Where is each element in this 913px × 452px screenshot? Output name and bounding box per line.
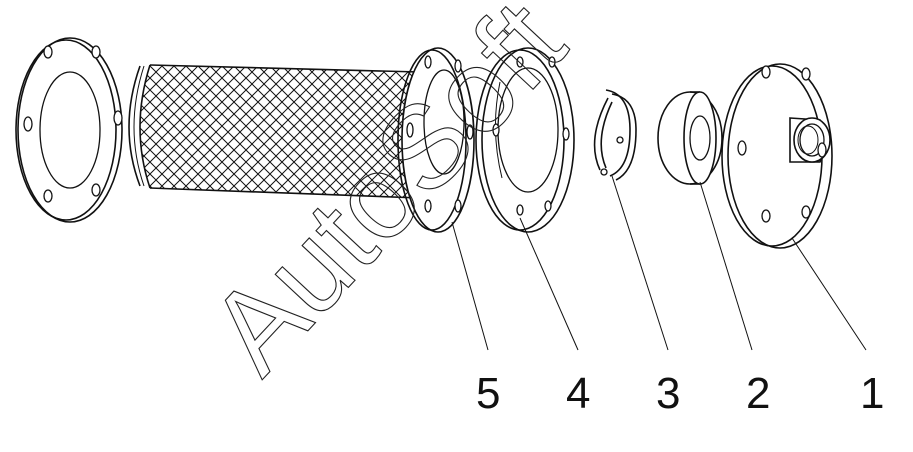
part-5-mesh-flange [397,47,475,233]
part-1-flange-hub [721,63,833,249]
part-label-2: 2 [746,369,770,418]
part-label-3: 3 [656,369,680,418]
mesh-cylinder [128,64,429,199]
part-label-4: 4 [566,369,590,418]
part-label-5: 5 [476,369,500,418]
leader-lines [451,175,867,351]
part-4-gasket [475,47,575,233]
part-label-1: 1 [860,369,884,418]
part-3-snap-ring [593,89,637,181]
left-end-gasket [15,37,123,223]
part-2-bushing-ring [657,91,723,185]
